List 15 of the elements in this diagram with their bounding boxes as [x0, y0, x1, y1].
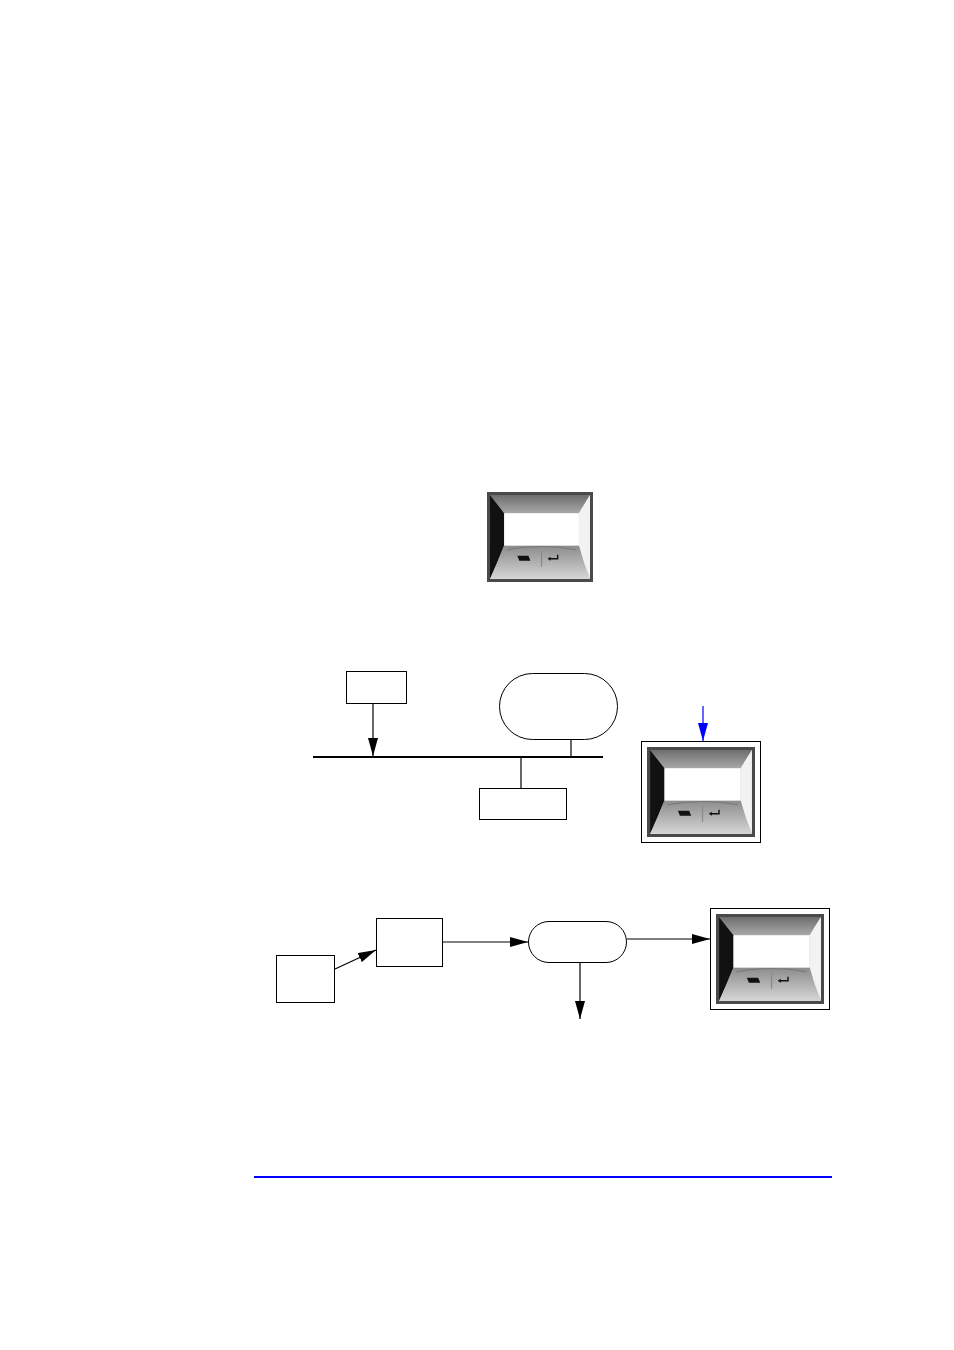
arrow [698, 705, 708, 742]
arrow [334, 949, 377, 970]
process-box [479, 788, 567, 820]
arrow [442, 937, 529, 947]
arrow [575, 962, 585, 1020]
picture-frame [710, 908, 830, 1010]
picture-frame [641, 741, 761, 843]
arrow [626, 934, 711, 944]
bus-line [313, 756, 603, 758]
process-box [346, 671, 407, 704]
connector-line [570, 739, 572, 757]
connector-line [520, 757, 522, 789]
arrow [368, 703, 378, 757]
process-box [276, 955, 335, 1003]
process-box [376, 918, 443, 967]
